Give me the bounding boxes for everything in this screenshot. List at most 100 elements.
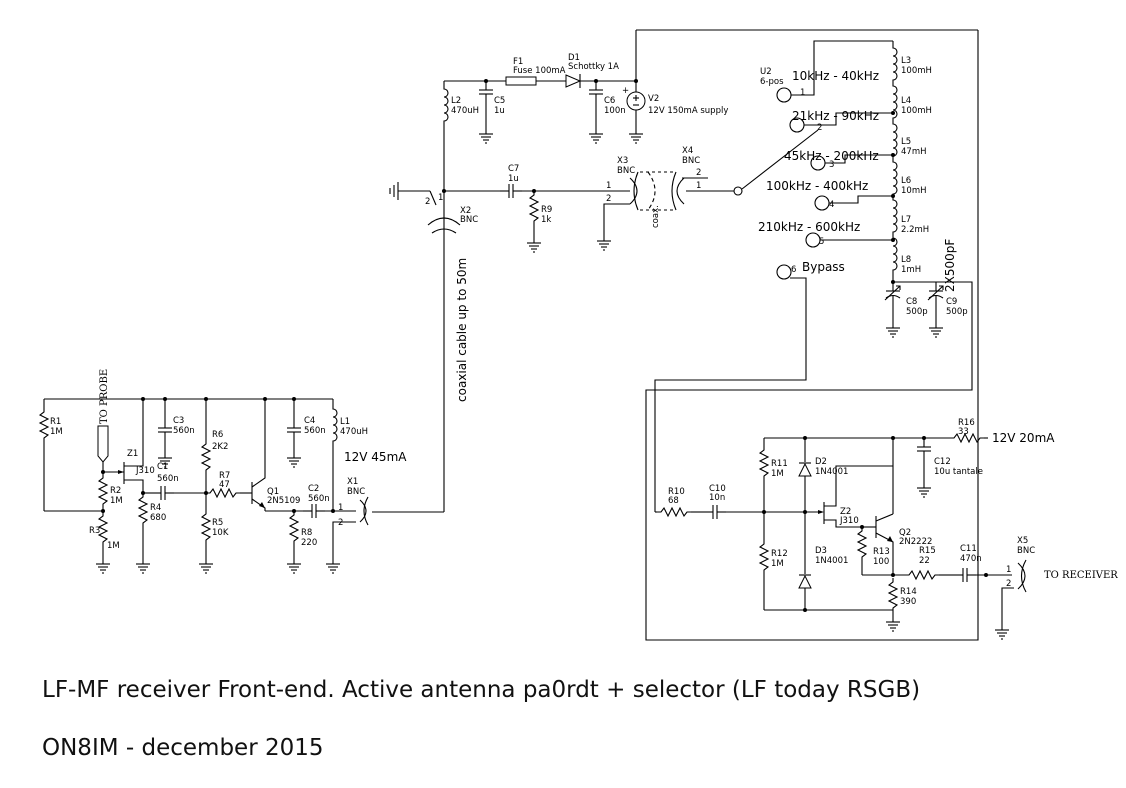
label-r6: R6 xyxy=(212,430,223,440)
label-c5: C5 xyxy=(494,96,505,106)
label-d1-value: Schottky 1A xyxy=(568,62,619,72)
active-antenna-section xyxy=(39,397,444,574)
label-c9-value: 500p xyxy=(946,307,968,317)
label-u2-value: 6-pos xyxy=(760,77,784,87)
label-x3-value: BNC xyxy=(617,166,635,176)
label-x3-pin1: 1 xyxy=(606,181,611,191)
label-f1: F1 xyxy=(513,57,523,67)
label-r14-value: 390 xyxy=(900,597,916,607)
label-d1: D1 xyxy=(568,53,580,63)
label-r7: R7 xyxy=(219,471,230,481)
label-range-5: 210kHz - 600kHz xyxy=(758,220,860,234)
label-coax: coax. xyxy=(651,205,661,228)
diode-d1 xyxy=(565,74,582,88)
label-r6-value: 2K2 xyxy=(212,442,228,452)
label-r11-value: 1M xyxy=(771,469,784,479)
label-12v-45ma: 12V 45mA xyxy=(344,450,407,464)
label-pos1: 1 xyxy=(800,88,805,98)
label-q2-value: 2N2222 xyxy=(899,537,932,547)
label-c12-value: 10u tantale xyxy=(934,467,983,477)
label-x5-value: BNC xyxy=(1017,546,1035,556)
label-r2: R2 xyxy=(110,486,121,496)
label-12v-20ma: 12V 20mA xyxy=(992,431,1055,445)
label-c4: C4 xyxy=(304,416,315,426)
label-to-probe: TO PROBE xyxy=(99,369,110,424)
label-c1: C1 xyxy=(157,462,168,472)
label-range-4: 100kHz - 400kHz xyxy=(766,179,868,193)
label-c10-value: 10n xyxy=(709,493,725,503)
label-l2: L2 xyxy=(451,96,461,106)
label-r16-value: 33 xyxy=(958,427,969,437)
label-l1: L1 xyxy=(340,417,350,427)
label-l3: L3 xyxy=(901,56,911,66)
label-to-receiver: TO RECEIVER xyxy=(1044,570,1118,581)
label-c7: C7 xyxy=(508,164,519,174)
supply-section xyxy=(389,29,979,512)
label-r7-value: 47 xyxy=(219,480,230,490)
label-x1-value: BNC xyxy=(347,487,365,497)
label-l2-value: 470uH xyxy=(451,106,479,116)
label-x4-value: BNC xyxy=(682,156,700,166)
label-range-2: 21kHz - 90kHz xyxy=(792,109,879,123)
label-c11-value: 470n xyxy=(960,554,982,564)
label-r13: R13 xyxy=(873,547,890,557)
label-c4-value: 560n xyxy=(304,426,326,436)
label-r12: R12 xyxy=(771,549,788,559)
selector-pos-6 xyxy=(776,264,792,280)
diagram-title: LF-MF receiver Front-end. Active antenna… xyxy=(42,677,921,703)
label-c1-value: 560n xyxy=(157,474,179,484)
label-z2-value: J310 xyxy=(839,516,859,526)
label-x2-value: BNC xyxy=(460,215,478,225)
label-r1: R1 xyxy=(50,417,61,427)
label-c9: C9 xyxy=(946,297,957,307)
label-r13-value: 100 xyxy=(873,557,889,567)
label-l7: L7 xyxy=(901,215,911,225)
label-r8-value: 220 xyxy=(301,538,317,548)
label-c11: C11 xyxy=(960,544,977,554)
label-z1-value: J310 xyxy=(135,466,155,476)
label-r5: R5 xyxy=(212,518,223,528)
label-l5: L5 xyxy=(901,137,911,147)
label-r3: R3 xyxy=(89,526,100,536)
label-r12-value: 1M xyxy=(771,559,784,569)
label-l6: L6 xyxy=(901,176,911,186)
label-range-1: 10kHz - 40kHz xyxy=(792,69,879,83)
label-x3: X3 xyxy=(617,156,628,166)
label-x2-pin1: 1 xyxy=(438,193,443,203)
fuse-f1 xyxy=(505,76,537,86)
label-c12: C12 xyxy=(934,457,951,467)
label-d2: D2 xyxy=(815,457,827,467)
label-q2: Q2 xyxy=(899,528,911,538)
label-pos6: 6 xyxy=(791,265,796,275)
label-x1-pin1: 1 xyxy=(338,503,343,513)
label-range-3: 45kHz - 200kHz xyxy=(784,149,879,163)
label-c8-value: 500p xyxy=(906,307,928,317)
label-l6-value: 10mH xyxy=(901,186,927,196)
label-r4-value: 680 xyxy=(150,513,166,523)
label-f1-value: Fuse 100mA xyxy=(513,66,566,76)
label-d3-value: 1N4001 xyxy=(815,556,848,566)
label-r1-value: 1M xyxy=(50,427,63,437)
label-l5-value: 47mH xyxy=(901,147,927,157)
label-d2-value: 1N4001 xyxy=(815,467,848,477)
label-r10: R10 xyxy=(668,487,685,497)
label-r4: R4 xyxy=(150,503,161,513)
label-r8: R8 xyxy=(301,528,312,538)
label-x4: X4 xyxy=(682,146,693,156)
label-l1-value: 470uH xyxy=(340,427,368,437)
label-pos2: 2 xyxy=(817,123,822,133)
label-c2-value: 560n xyxy=(308,494,330,504)
label-r2-value: 1M xyxy=(110,496,123,506)
buffer-section xyxy=(655,433,1027,640)
label-z2: Z2 xyxy=(840,507,851,517)
diagram-author: ON8IM - december 2015 xyxy=(42,735,324,761)
label-l7-value: 2.2mH xyxy=(901,225,929,235)
selector-pos-5 xyxy=(805,232,821,248)
component-labels: F1 Fuse 100mA D1 Schottky 1A V2 12V 150m… xyxy=(50,53,1118,607)
label-r9: R9 xyxy=(541,205,552,215)
selector-pos-4 xyxy=(814,195,830,211)
label-u2: U2 xyxy=(760,67,772,77)
label-c8: C8 xyxy=(906,297,917,307)
label-c6: C6 xyxy=(604,96,615,106)
